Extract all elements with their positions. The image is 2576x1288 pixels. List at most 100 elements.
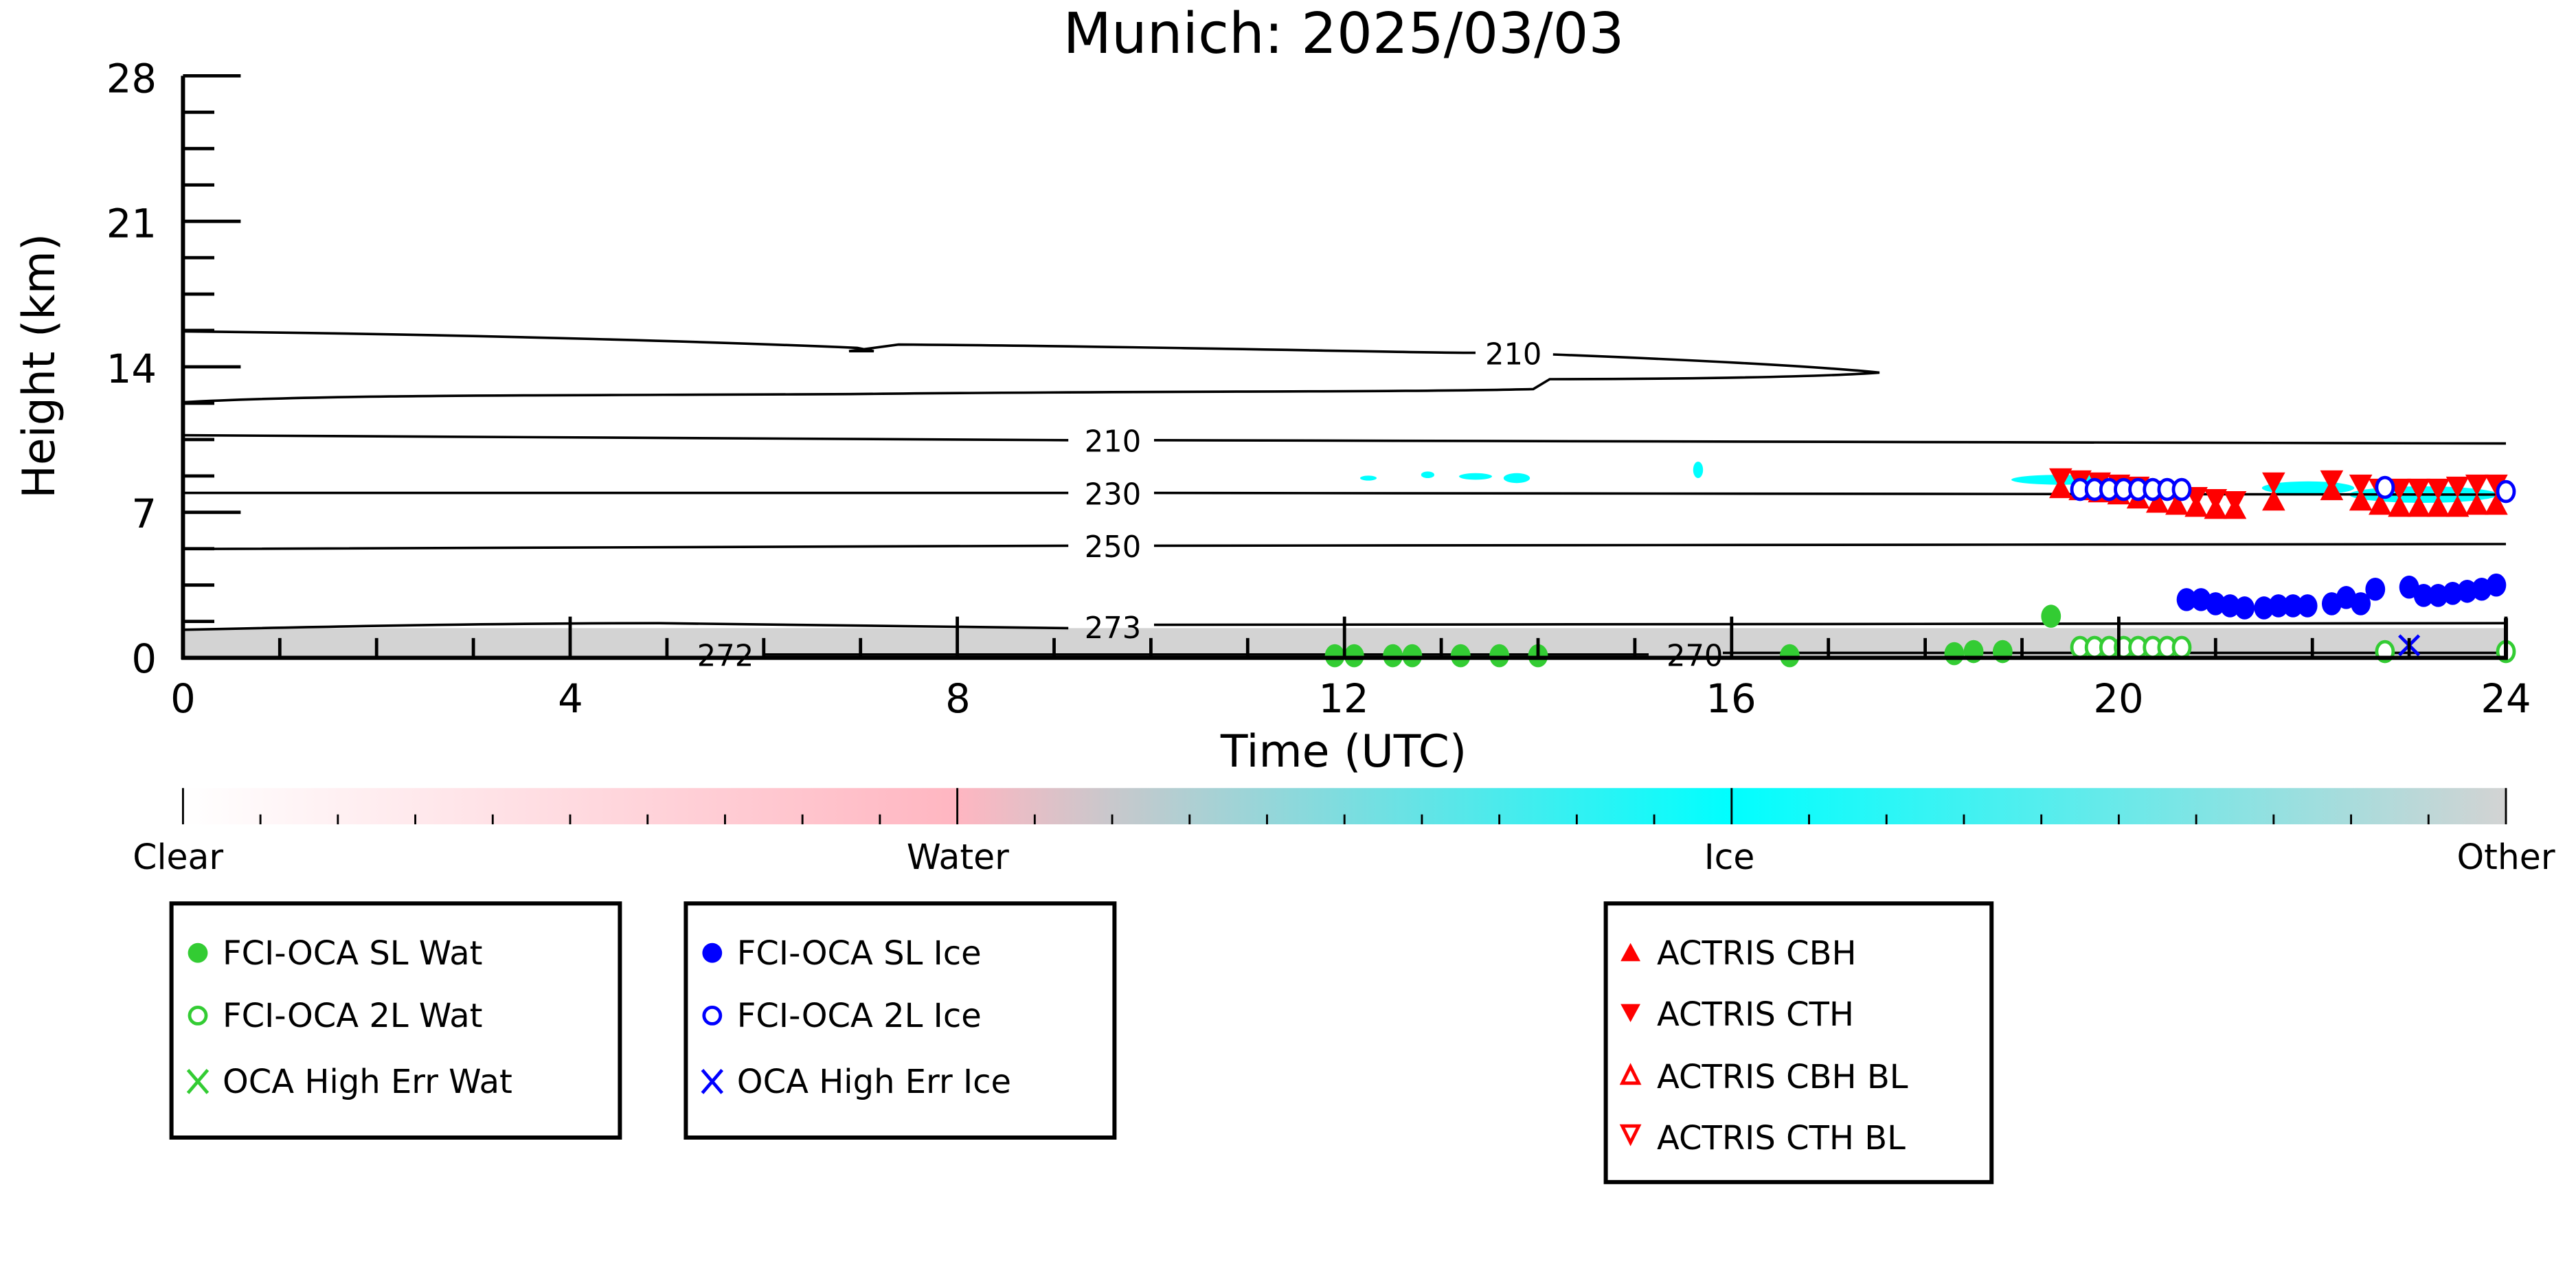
contour-label: 230 [1085, 477, 1141, 512]
x-tick-label: 16 [1706, 676, 1756, 722]
x-marker-icon [701, 1069, 724, 1094]
data-point [1344, 644, 1364, 668]
data-point [2445, 495, 2470, 517]
legend-label: ACTRIS CBH [1657, 934, 1857, 973]
triangle-up-icon [1620, 942, 1640, 962]
legend-label: ACTRIS CBH BL [1657, 1058, 1908, 1096]
x-tick-label: 4 [558, 676, 583, 722]
data-point [2205, 592, 2226, 615]
colorbar-ticks [181, 788, 2507, 824]
legend-label: FCI-OCA 2L Ice [737, 997, 982, 1035]
colorbar-labels: Clear Water Ice Other [133, 837, 2555, 877]
data-point [1779, 644, 1800, 668]
data-point [2485, 493, 2508, 515]
contour-label: 250 [1085, 530, 1141, 565]
data-point [2204, 488, 2228, 511]
data-point [2220, 594, 2240, 618]
y-tick-label: 7 [131, 491, 157, 537]
contour-250 [183, 543, 2507, 550]
data-point [2349, 474, 2373, 497]
open-circle-icon [188, 1005, 208, 1026]
data-point [2365, 577, 2386, 601]
y-tick-labels: 0 7 14 21 28 [106, 56, 157, 682]
legend-label: OCA High Err Ice [737, 1063, 1011, 1101]
data-point [2297, 594, 2318, 618]
legend-ice: FCI-OCA SL Ice FCI-OCA 2L Ice OCA High E… [683, 901, 1117, 1140]
temperature-contours [183, 330, 2507, 656]
contour-label: 210 [1085, 425, 1141, 460]
data-point [2465, 474, 2489, 497]
open-triangle-up-icon [1619, 1063, 1642, 1085]
y-tick-label: 28 [106, 56, 157, 102]
data-point [1450, 644, 1471, 668]
data-point [2445, 476, 2470, 499]
data-point [2457, 579, 2478, 603]
contour-label: 273 [1085, 611, 1141, 646]
data-point [2171, 477, 2192, 501]
data-point [2262, 489, 2285, 511]
data-point [2426, 495, 2450, 517]
data-point [2369, 493, 2392, 515]
contour-230 [183, 491, 2507, 496]
data-point [2465, 493, 2489, 515]
y-tick-label: 21 [106, 201, 157, 247]
legend-label: ACTRIS CTH BL [1657, 1119, 1906, 1157]
legend-label: FCI-OCA SL Ice [737, 934, 982, 973]
filled-circle-icon [188, 942, 208, 963]
data-point [2049, 468, 2072, 490]
data-point [2283, 594, 2303, 618]
data-point [2262, 472, 2285, 494]
x-tick-label: 12 [1318, 676, 1368, 722]
y-tick-label: 0 [131, 636, 157, 682]
legend-label: FCI-OCA SL Wat [223, 934, 482, 973]
x-tick-label: 24 [2481, 676, 2531, 722]
data-point [2426, 478, 2450, 501]
data-point [2388, 495, 2411, 517]
legend-label: OCA High Err Wat [223, 1063, 512, 1101]
legend-water: FCI-OCA SL Wat FCI-OCA 2L Wat OCA High E… [169, 901, 622, 1140]
colorbar-label-ice: Ice [1704, 837, 1755, 877]
x-axis-label: Time (UTC) [1220, 726, 1467, 778]
triangle-down-icon [1620, 1004, 1640, 1022]
data-point [2351, 592, 2371, 615]
data-point [2428, 584, 2448, 607]
data-point [1489, 644, 1510, 668]
ticks [181, 74, 2508, 659]
data-point [1324, 644, 1345, 668]
data-point [2407, 478, 2430, 501]
data-point [2223, 491, 2247, 513]
legend-actris: ACTRIS CBH ACTRIS CTH ACTRIS CBH BL ACTR… [1603, 901, 1994, 1184]
data-point [1944, 642, 1965, 666]
contour-273 [183, 622, 2507, 631]
open-circle-icon [702, 1005, 723, 1026]
y-tick-label: 14 [106, 346, 157, 392]
data-point [2041, 605, 2061, 628]
legend-label: ACTRIS CTH [1657, 995, 1854, 1034]
y-axis-label: Height (km) [14, 234, 65, 499]
data-point [2268, 594, 2289, 618]
data-point [2486, 573, 2507, 597]
x-marker-icon [186, 1069, 210, 1094]
data-point [2407, 495, 2430, 517]
data-point [2254, 596, 2274, 620]
data-point [2496, 479, 2516, 504]
data-point [2320, 470, 2344, 492]
data-point [2413, 584, 2434, 607]
data-point [2235, 596, 2255, 620]
data-point [2375, 475, 2395, 499]
colorbar-label-water: Water [907, 837, 1009, 877]
filled-circle-icon [702, 942, 723, 963]
legend-label: FCI-OCA 2L Wat [223, 997, 482, 1035]
contour-210-closed [183, 330, 1880, 404]
chart-title: Munich: 2025/03/03 [1063, 1, 1625, 67]
data-point [1383, 644, 1403, 668]
colorbar-label-other: Other [2456, 837, 2555, 877]
x-tick-label: 0 [170, 676, 196, 722]
open-triangle-down-icon [1619, 1124, 1642, 1146]
x-tick-label: 20 [2093, 676, 2143, 722]
x-tick-label: 8 [945, 676, 971, 722]
contour-label: 210 [1485, 337, 1541, 372]
data-point [2349, 489, 2373, 511]
contour-210 [183, 433, 2507, 445]
